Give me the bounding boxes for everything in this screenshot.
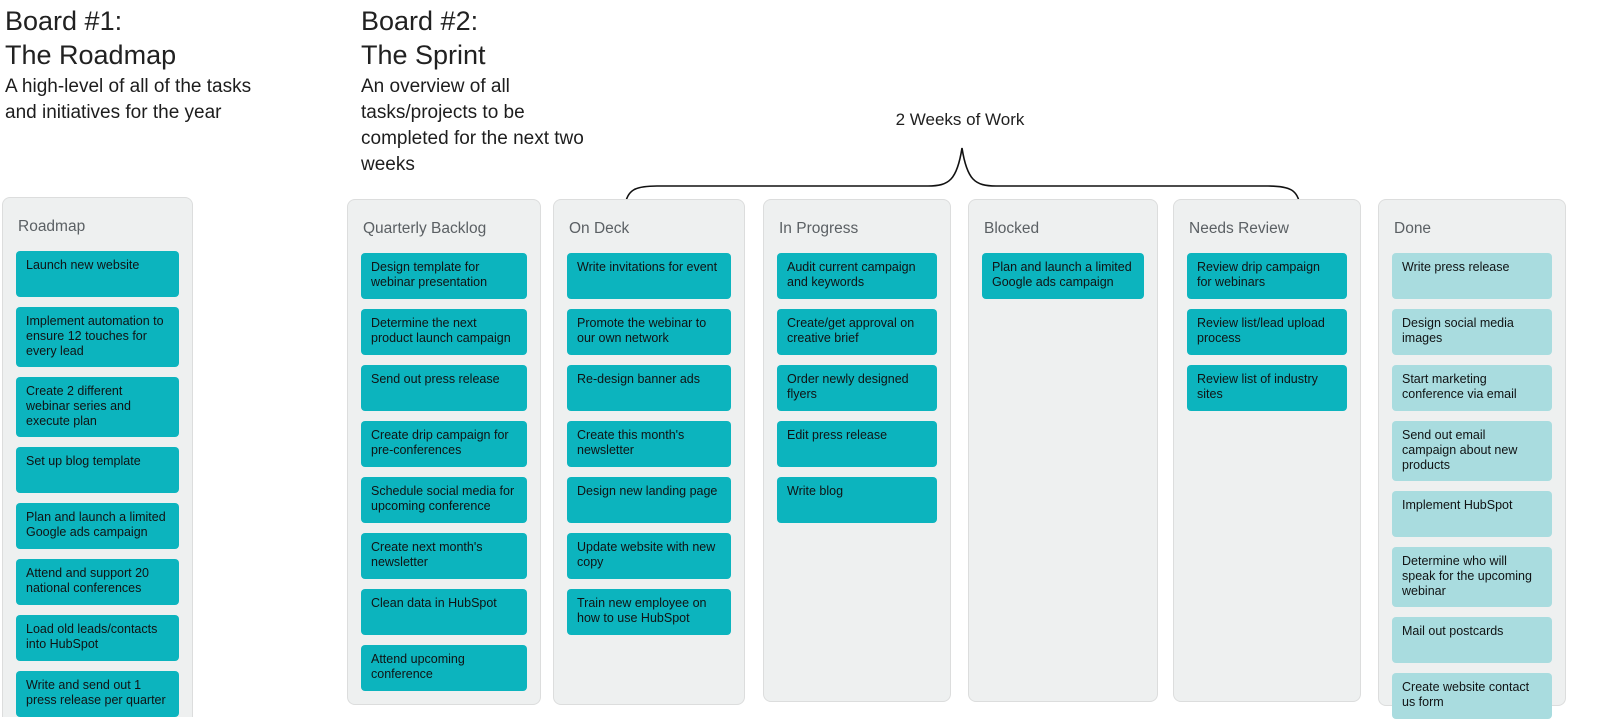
kanban-card[interactable]: Review list/lead upload process	[1187, 309, 1347, 355]
kanban-card[interactable]: Update website with new copy	[567, 533, 731, 579]
kanban-card[interactable]: Load old leads/contacts into HubSpot	[16, 615, 179, 661]
kanban-card[interactable]: Write press release	[1392, 253, 1552, 299]
kanban-card[interactable]: Launch new website	[16, 251, 179, 297]
board1-title-line1: Board #1:	[5, 6, 123, 36]
board2-title-line1: Board #2:	[361, 6, 479, 36]
kanban-card[interactable]: Re-design banner ads	[567, 365, 731, 411]
kanban-card[interactable]: Plan and launch a limited Google ads cam…	[982, 253, 1144, 299]
kanban-card[interactable]: Attend and support 20 national conferenc…	[16, 559, 179, 605]
kanban-card[interactable]: Send out email campaign about new produc…	[1392, 421, 1552, 481]
kanban-card[interactable]: Start marketing conference via email	[1392, 365, 1552, 411]
two-weeks-of-work-label: 2 Weeks of Work	[895, 110, 1025, 129]
board2-title-line2: The Sprint	[361, 40, 486, 70]
board1-description: A high-level of all of the tasks and ini…	[5, 76, 252, 123]
column-title: On Deck	[569, 220, 630, 237]
kanban-card[interactable]: Plan and launch a limited Google ads cam…	[16, 503, 179, 549]
column-title: Needs Review	[1189, 220, 1289, 237]
kanban-card[interactable]: Audit current campaign and keywords	[777, 253, 937, 299]
column-title: Blocked	[984, 220, 1040, 237]
kanban-card[interactable]: Order newly designed flyers	[777, 365, 937, 411]
kanban-card[interactable]: Set up blog template	[16, 447, 179, 493]
kanban-card[interactable]: Create drip campaign for pre-conferences	[361, 421, 527, 467]
column-title: In Progress	[779, 220, 859, 237]
kanban-card[interactable]: Send out press release	[361, 365, 527, 411]
board2-header: Board #2: The Sprint An overview of all …	[361, 4, 611, 178]
column-title: Roadmap	[18, 218, 86, 235]
board1-header: Board #1: The Roadmap A high-level of al…	[5, 4, 255, 126]
kanban-card[interactable]: Design new landing page	[567, 477, 731, 523]
column-title: Done	[1394, 220, 1432, 237]
kanban-card[interactable]: Promote the webinar to our own network	[567, 309, 731, 355]
kanban-card[interactable]: Determine who will speak for the upcomin…	[1392, 547, 1552, 607]
kanban-card[interactable]: Clean data in HubSpot	[361, 589, 527, 635]
kanban-card[interactable]: Schedule social media for upcoming confe…	[361, 477, 527, 523]
kanban-card[interactable]: Implement HubSpot	[1392, 491, 1552, 537]
column-title: Quarterly Backlog	[363, 220, 487, 237]
kanban-card[interactable]: Design social media images	[1392, 309, 1552, 355]
kanban-card[interactable]: Write blog	[777, 477, 937, 523]
kanban-card[interactable]: Create website contact us form	[1392, 673, 1552, 719]
kanban-card[interactable]: Create/get approval on creative brief	[777, 309, 937, 355]
kanban-card[interactable]: Review list of industry sites	[1187, 365, 1347, 411]
kanban-card[interactable]: Create 2 different webinar series and ex…	[16, 377, 179, 437]
kanban-card[interactable]: Create next month's newsletter	[361, 533, 527, 579]
kanban-card[interactable]: Design template for webinar presentation	[361, 253, 527, 299]
board2-description: An overview of all tasks/projects to be …	[361, 76, 584, 175]
kanban-card[interactable]: Determine the next product launch campai…	[361, 309, 527, 355]
kanban-card[interactable]: Implement automation to ensure 12 touche…	[16, 307, 179, 367]
kanban-card[interactable]: Create this month's newsletter	[567, 421, 731, 467]
kanban-card[interactable]: Attend upcoming conference	[361, 645, 527, 691]
kanban-card[interactable]: Mail out postcards	[1392, 617, 1552, 663]
kanban-card[interactable]: Train new employee on how to use HubSpot	[567, 589, 731, 635]
board1-title-line2: The Roadmap	[5, 40, 177, 70]
kanban-card[interactable]: Review drip campaign for webinars	[1187, 253, 1347, 299]
curly-brace	[624, 147, 1301, 207]
kanban-card[interactable]: Edit press release	[777, 421, 937, 467]
kanban-card[interactable]: Write invitations for event	[567, 253, 731, 299]
kanban-card[interactable]: Write and send out 1 press release per q…	[16, 671, 179, 717]
